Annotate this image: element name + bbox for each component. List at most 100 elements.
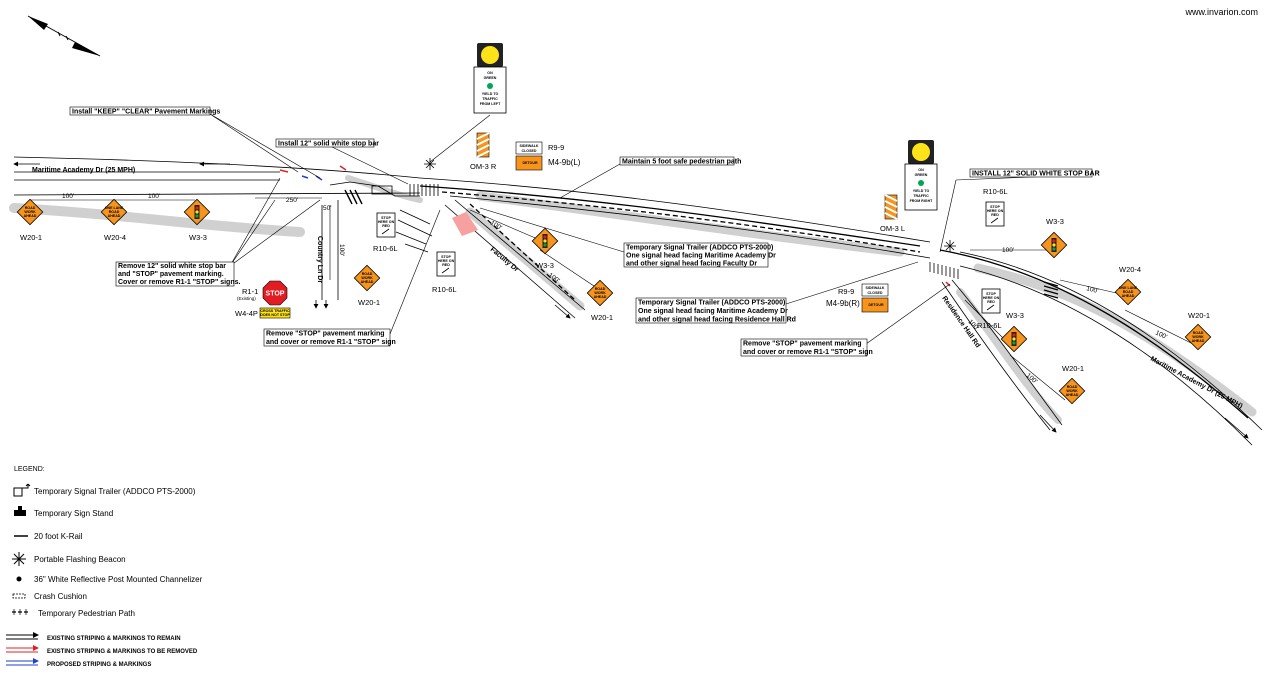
k-rail xyxy=(419,185,1249,419)
note-install-stop-bar-right: INSTALL 12" SOLID WHITE STOP BAR xyxy=(972,171,1100,178)
svg-text:ON: ON xyxy=(487,71,493,75)
note-keep-clear: Install "KEEP" "CLEAR" Pavement Markings xyxy=(72,109,220,116)
svg-text:DETOUR: DETOUR xyxy=(522,161,538,165)
code-w20-4-b: W20-4 xyxy=(1119,265,1141,274)
svg-text:STOP: STOP xyxy=(990,205,1000,209)
svg-text:RED: RED xyxy=(991,213,999,217)
dim-250: 250' xyxy=(286,197,298,204)
svg-text:FROM RIGHT: FROM RIGHT xyxy=(910,199,934,203)
sign-sidewalk-closed-left: SIDEWALK CLOSED DETOUR xyxy=(515,141,543,171)
stop-sign-r1-1: STOP xyxy=(262,280,288,306)
street-maritime-east: Maritime Academy Dr (25 MPH) xyxy=(1149,356,1243,411)
north-arrow-icon xyxy=(27,15,101,57)
legend-item-5: Crash Cushion xyxy=(34,592,87,601)
dim-50: 50' xyxy=(323,205,331,212)
street-country-ln: Country Ln Dr xyxy=(316,236,323,283)
svg-text:HERE ON: HERE ON xyxy=(378,220,395,224)
legend-stripe-0: EXISTING STRIPING & MARKINGS TO REMAIN xyxy=(47,636,181,642)
legend-item-4: 36" White Reflective Post Mounted Channe… xyxy=(34,575,203,584)
svg-text:DETOUR: DETOUR xyxy=(868,303,884,307)
svg-text:CLOSED: CLOSED xyxy=(868,291,883,295)
svg-text:AHEAD: AHEAD xyxy=(361,280,374,284)
note-remove-stop-bar-1: Remove 12" solid white stop bar xyxy=(118,263,226,270)
svg-text:ON: ON xyxy=(918,168,924,172)
signal-head-right: ON GREEN YIELD TO TRAFFIC FROM RIGHT xyxy=(904,140,938,211)
svg-text:ROAD: ROAD xyxy=(362,272,373,276)
sign-w3-3-faculty xyxy=(531,227,559,255)
code-w3-3-a: W3-3 xyxy=(189,233,207,242)
legend-item-6: Temporary Pedestrian Path xyxy=(38,609,135,618)
legend-title: LEGEND: xyxy=(14,466,45,473)
svg-text:AHEAD: AHEAD xyxy=(108,214,121,218)
note-trailer-faculty-1: Temporary Signal Trailer (ADDCO PTS-2000… xyxy=(626,245,773,252)
legend-stripe-proposed-icon xyxy=(6,658,39,666)
legend-sign-stand-icon xyxy=(14,506,26,516)
code-w3-3-c: W3-3 xyxy=(1046,217,1064,226)
code-om3l: OM-3 L xyxy=(880,224,905,233)
svg-text:ROAD: ROAD xyxy=(25,206,36,210)
svg-text:RED: RED xyxy=(987,300,995,304)
flashing-beacon-icons xyxy=(424,158,956,252)
callout-notes: Install "KEEP" "CLEAR" Pavement Markings… xyxy=(69,106,1100,357)
sign-r10-6l-d: STOP HERE ON RED xyxy=(981,288,1001,314)
note-trailer-faculty-2: One signal head facing Maritime Academy … xyxy=(626,253,776,260)
note-remove-stop-right-1: Remove "STOP" pavement marking xyxy=(743,341,862,348)
svg-text:AHEAD: AHEAD xyxy=(594,295,607,299)
curbs xyxy=(329,181,433,253)
marker-om-3r xyxy=(476,132,490,158)
svg-text:ROAD: ROAD xyxy=(1123,290,1134,294)
legend-stripe-remain-icon xyxy=(6,632,39,640)
sign-w3-3-residence xyxy=(1000,325,1028,353)
note-trailer-residence-1: Temporary Signal Trailer (ADDCO PTS-2000… xyxy=(638,300,785,307)
svg-text:YIELD TO: YIELD TO xyxy=(913,189,930,193)
signal-head-left: ON GREEN YIELD TO TRAFFIC FROM LEFT xyxy=(473,43,507,114)
dim-100-right-3: 100' xyxy=(1154,329,1168,340)
note-remove-stop-left-1: Remove "STOP" pavement marking xyxy=(266,331,385,338)
marker-om-3l xyxy=(884,194,898,220)
svg-text:TRAFFIC: TRAFFIC xyxy=(913,194,929,198)
note-trailer-residence-3: and other signal head facing Residence H… xyxy=(638,317,796,324)
legend-item-3: Portable Flashing Beacon xyxy=(34,555,126,564)
code-r9-9-a: R9-9 xyxy=(548,143,564,152)
sign-r10-6l-a: STOP HERE ON RED xyxy=(376,212,396,238)
sign-sidewalk-closed-right: SIDEWALK CLOSED DETOUR xyxy=(861,283,889,313)
svg-text:HERE ON: HERE ON xyxy=(983,296,1000,300)
dim-100-a: 100' xyxy=(62,193,74,200)
dim-100-country: 100' xyxy=(338,244,345,256)
code-w20-1-a: W20-1 xyxy=(20,233,42,242)
svg-text:ROAD: ROAD xyxy=(1193,331,1204,335)
sign-w20-1-west: ROAD WORK AHEAD xyxy=(16,198,44,226)
dim-100-right-2: 100' xyxy=(1085,285,1098,295)
svg-text:HERE ON: HERE ON xyxy=(987,209,1004,213)
code-w20-1-country: W20-1 xyxy=(358,298,380,307)
code-r1-1-sub: (Existing) xyxy=(237,296,256,301)
sign-w20-1-faculty: ROAD WORK AHEAD xyxy=(586,279,614,307)
street-maritime-west: Maritime Academy Dr (25 MPH) xyxy=(32,167,135,174)
sign-w20-1-east: ROAD WORK AHEAD xyxy=(1184,323,1212,351)
svg-text:STOP: STOP xyxy=(986,292,996,296)
svg-text:AHEAD: AHEAD xyxy=(24,214,37,218)
dimension-lines xyxy=(30,197,1196,401)
code-w4-4p: W4-4P xyxy=(235,309,258,318)
svg-text:ROAD: ROAD xyxy=(595,287,606,291)
code-w20-1-d: W20-1 xyxy=(1062,364,1084,373)
svg-text:RED: RED xyxy=(442,263,450,267)
sign-w20-1-country: ROAD WORK AHEAD xyxy=(353,264,381,292)
legend-stripe-2: PROPOSED STRIPING & MARKINGS xyxy=(47,662,151,668)
legend-item-0: Temporary Signal Trailer (ADDCO PTS-2000… xyxy=(34,487,196,496)
code-r10-6l-d: R10-6L xyxy=(977,321,1002,330)
sign-w4-4p: CROSS TRAFFIC DOES NOT STOP xyxy=(259,307,290,319)
note-ped-path: Maintain 5 foot safe pedestrian path xyxy=(622,159,741,166)
sign-w20-1-residence: ROAD WORK AHEAD xyxy=(1058,377,1086,405)
code-r1-1: R1-1 xyxy=(242,287,258,296)
code-w20-1-c: W20-1 xyxy=(1188,311,1210,320)
street-names: Maritime Academy Dr (25 MPH) Country Ln … xyxy=(32,167,1243,410)
legend-item-1: Temporary Sign Stand xyxy=(34,509,113,518)
legend-crash-cushion-icon xyxy=(12,593,26,599)
sign-r10-6l-b: STOP HERE ON RED xyxy=(436,251,456,277)
pedestrian-pad xyxy=(452,212,478,236)
svg-text:SIDEWALK: SIDEWALK xyxy=(520,144,539,148)
legend-channelizer-icon xyxy=(16,576,22,582)
svg-text:DOES NOT STOP: DOES NOT STOP xyxy=(260,313,290,317)
